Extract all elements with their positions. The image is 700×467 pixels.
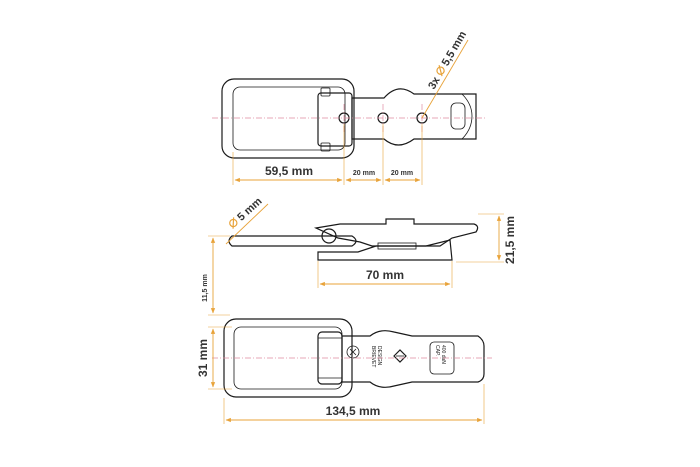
dim-70-label: 70 mm xyxy=(366,268,404,282)
side-base-detail xyxy=(377,242,417,250)
side-wire-rod xyxy=(228,235,357,247)
dim-31-label: 31 mm xyxy=(196,339,210,377)
wire-dia-leader xyxy=(225,203,269,245)
dim-20-a-label: 20 mm xyxy=(353,170,375,177)
side-base-plate xyxy=(317,239,453,261)
stamp-cap: CAP. xyxy=(434,345,440,356)
holes-leader xyxy=(421,39,469,119)
top-wire-loop-inner xyxy=(232,86,346,151)
lock-slot xyxy=(393,349,407,363)
holes-multiplier-label: 3x xyxy=(426,74,443,91)
dim-59-5-label: 59,5 mm xyxy=(265,164,313,178)
dim-134-5-label: 134,5 mm xyxy=(326,404,381,418)
top-tab xyxy=(444,93,473,140)
top-view: 59,5 mm 20 mm 20 mm 3x 5,5 mm xyxy=(212,29,486,185)
top-wire-loop-outer xyxy=(221,78,355,159)
dim-21-5-label: 21,5 mm xyxy=(503,216,517,264)
stamp-brand-2: BRIEVET xyxy=(370,346,376,367)
top-tab-slot xyxy=(450,102,466,130)
side-hinge xyxy=(321,228,337,244)
stamp-load: 400 daN xyxy=(440,345,446,364)
top-hinge-pin-top xyxy=(320,87,331,97)
top-hinge-block xyxy=(317,92,353,147)
wire-diameter-label: 5 mm xyxy=(235,195,265,223)
bottom-wire-loop-outer xyxy=(223,318,353,398)
dim-11-5-label: 11,5 mm xyxy=(202,274,209,302)
side-latch-body xyxy=(313,218,479,247)
bottom-body-plate xyxy=(341,330,485,388)
diameter-symbol-icon xyxy=(436,66,445,75)
top-body-plate xyxy=(351,88,477,146)
dim-20-b-label: 20 mm xyxy=(391,170,413,177)
side-view: 70 mm 21,5 mm 11,5 mm 5 mm xyxy=(202,195,517,316)
wire-diameter-symbol-icon xyxy=(229,218,238,228)
stamp-brand-1: DESIGN xyxy=(376,346,382,366)
bottom-view: DESIGN BRIEVET CAP. 400 daN 31 mm 134,5 … xyxy=(196,318,492,424)
top-hinge-pin-bottom xyxy=(320,142,331,152)
